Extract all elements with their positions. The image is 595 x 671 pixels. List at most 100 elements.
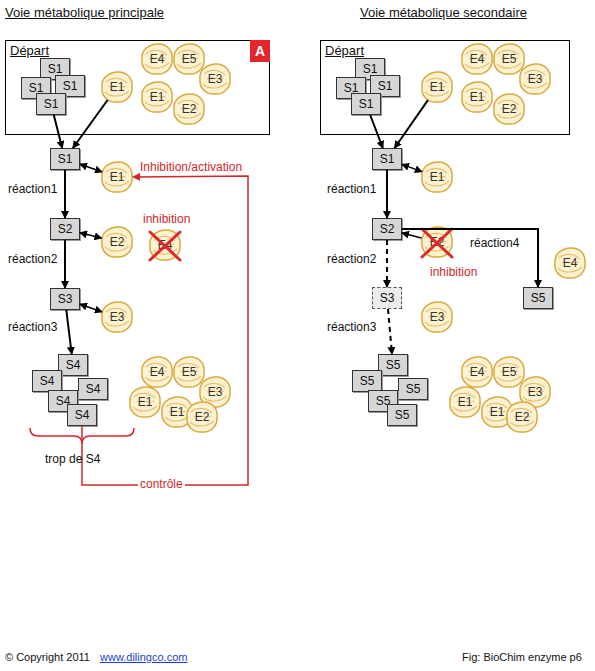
copyright: © Copyright 2011 — [5, 651, 90, 663]
node-text: E3 — [208, 385, 223, 399]
enzyme-outline — [150, 230, 180, 260]
enzyme-ribbon — [153, 236, 177, 254]
enzyme-blob: E1 — [420, 160, 454, 194]
enzyme-ribbon — [177, 100, 201, 118]
enzyme-blob: E2 — [492, 92, 526, 126]
node-text: E1 — [110, 80, 125, 94]
node-text: E5 — [182, 52, 197, 66]
enzyme-blob: E3 — [100, 300, 134, 334]
node-text: E4 — [470, 52, 485, 66]
figure-caption: Fig: BioChim enzyme p6 — [462, 651, 582, 663]
substrate-box: S4 — [58, 354, 88, 376]
annotation: inhibition — [143, 212, 190, 226]
node-text: E5 — [182, 365, 197, 379]
substrate-box: S1 — [50, 148, 80, 170]
node-text: E5 — [502, 52, 517, 66]
node-text: E2 — [502, 102, 517, 116]
enzyme-ribbon — [425, 233, 449, 251]
node-text: S1 — [63, 79, 78, 93]
annotation: Inhibition/activation — [140, 160, 242, 174]
node-text: S5 — [360, 374, 375, 388]
enzyme-outline — [462, 44, 492, 74]
enzyme-ribbon — [558, 254, 582, 272]
node-text: S2 — [58, 222, 73, 236]
enzyme-outline — [200, 64, 230, 94]
enzyme-ribbon — [145, 363, 169, 381]
substrate-box: S5 — [352, 370, 382, 392]
enzyme-outline — [494, 44, 524, 74]
substrate-box: S1 — [36, 93, 66, 115]
reaction-arrow — [386, 170, 388, 218]
substrate-box: S5 — [398, 378, 428, 400]
enzyme-ribbon — [145, 50, 169, 68]
node-text: S3 — [58, 292, 73, 306]
enzyme-outline — [450, 387, 480, 417]
enzyme-outline — [555, 248, 585, 278]
enzyme-outline — [462, 82, 492, 112]
node-text: Départ — [10, 43, 49, 58]
enzyme-blob: E2 — [420, 225, 454, 259]
substrate-box: S4 — [78, 378, 108, 400]
node-text: E3 — [110, 310, 125, 324]
substrate-box: S5 — [387, 404, 417, 426]
node-text: S4 — [75, 408, 90, 422]
start-frame: DépartAS1S1S1S1E4E5E1E3E1E2 — [5, 40, 270, 135]
enzyme-ribbon — [425, 78, 449, 96]
substrate-box-dashed: S3 — [372, 287, 402, 309]
node-text: E2 — [430, 235, 445, 249]
node-text: E1 — [150, 90, 165, 104]
enzyme-ribbon — [453, 393, 477, 411]
node-text: E3 — [528, 385, 543, 399]
enzyme-ribbon — [165, 403, 189, 421]
reaction-arrow — [80, 304, 102, 312]
annotation: trop de S4 — [45, 452, 100, 466]
node-text: E1 — [470, 90, 485, 104]
enzyme-ribbon — [190, 408, 214, 426]
panel-title: Voie métabolique secondaire — [360, 5, 527, 20]
reaction-arrow — [402, 164, 422, 171]
enzyme-blob: E1 — [140, 80, 174, 114]
enzyme-outline — [102, 302, 132, 332]
node-text: S4 — [40, 374, 55, 388]
enzyme-ribbon — [105, 308, 129, 326]
enzyme-blob: E4 — [460, 42, 494, 76]
reaction-arrow — [386, 240, 388, 287]
node-text: E2 — [195, 410, 210, 424]
reaction-arrow — [64, 170, 66, 218]
enzyme-ribbon — [177, 363, 201, 381]
enzyme-ribbon — [425, 168, 449, 186]
substrate-box: S4 — [32, 370, 62, 392]
enzyme-ribbon — [203, 70, 227, 88]
enzyme-ribbon — [523, 70, 547, 88]
reaction-arrow — [64, 240, 66, 288]
enzyme-outline — [494, 357, 524, 387]
enzyme-outline — [422, 162, 452, 192]
node-text: E1 — [430, 170, 445, 184]
node-text: E4 — [150, 52, 165, 66]
node-text: E4 — [563, 256, 578, 270]
substrate-box: S1 — [351, 93, 381, 115]
node-text: S1 — [363, 62, 378, 76]
panel-marker: A — [250, 40, 270, 62]
reaction-arrow — [80, 164, 102, 172]
enzyme-outline — [422, 72, 452, 102]
node-text: E1 — [138, 395, 153, 409]
enzyme-ribbon — [203, 383, 227, 401]
enzyme-outline — [422, 227, 452, 257]
node-text: S1 — [380, 152, 395, 166]
enzyme-outline — [142, 82, 172, 112]
node-text: S3 — [380, 291, 395, 305]
substrate-box: S5 — [523, 287, 553, 309]
substrate-box: S5 — [378, 354, 408, 376]
enzyme-ribbon — [465, 363, 489, 381]
enzyme-blob: E2 — [100, 225, 134, 259]
edge-label: réaction2 — [8, 252, 57, 266]
edge-label: réaction3 — [327, 320, 376, 334]
node-text: E3 — [208, 72, 223, 86]
enzyme-ribbon — [497, 100, 521, 118]
edge-label: réaction1 — [327, 182, 376, 196]
curly-brace — [30, 428, 134, 444]
enzyme-blob: E4 — [140, 42, 174, 76]
node-text: E3 — [430, 310, 445, 324]
